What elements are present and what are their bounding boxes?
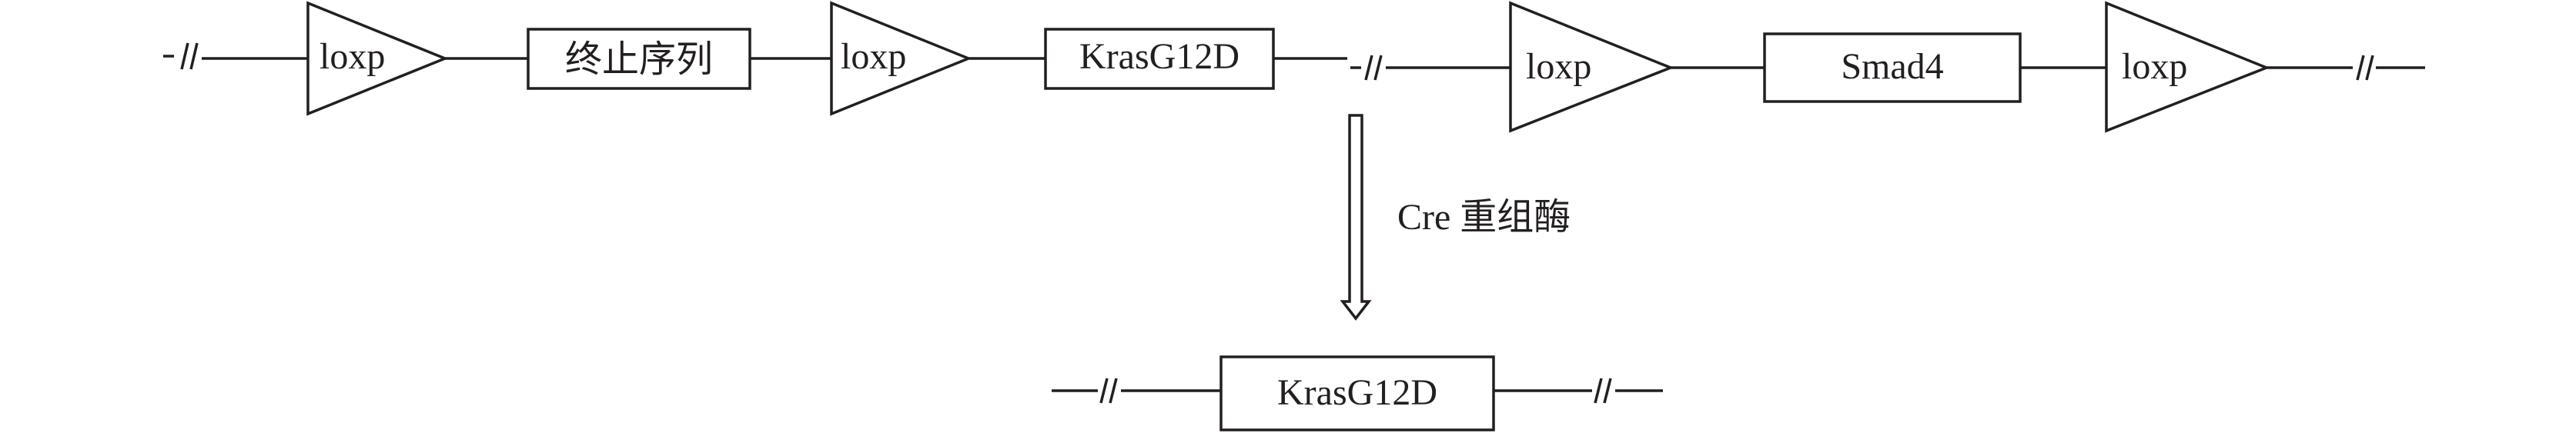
loxp-site: loxp <box>306 1 449 116</box>
kras-gene-label: KrasG12D <box>1079 36 1239 77</box>
break-mark-right-smad4 <box>2356 55 2425 81</box>
loxp-site: loxp <box>2105 1 2270 133</box>
loxp-site: loxp <box>830 1 972 116</box>
recombined-construct: KrasG12D <box>1052 355 1663 431</box>
loxp-label: loxp <box>841 36 906 77</box>
loxp-label: loxp <box>1526 46 1591 87</box>
smad4-gene-label: Smad4 <box>1841 46 1943 87</box>
recombination-arrow <box>1340 114 1372 321</box>
cre-recombinase-label: Cre 重组酶 <box>1397 197 1571 238</box>
kras-result-gene-label: KrasG12D <box>1277 372 1437 413</box>
break-mark-left-kras <box>163 42 199 70</box>
loxp-site: loxp <box>1509 1 1674 133</box>
smad4-construct: loxp Smad4 loxp <box>1350 1 2425 133</box>
break-mark-left-result <box>1099 378 1118 404</box>
kras-construct: loxp 终止序列 loxp KrasG12D <box>163 1 1347 116</box>
stop-cassette-box: 终止序列 <box>527 28 751 90</box>
smad4-gene-box: Smad4 <box>1763 32 2022 103</box>
break-mark-right-result <box>1594 378 1612 404</box>
loxp-label: loxp <box>319 36 385 77</box>
kras-result-gene-box: KrasG12D <box>1219 355 1495 431</box>
stop-cassette-label: 终止序列 <box>565 39 713 80</box>
loxp-label: loxp <box>2122 46 2187 87</box>
kras-gene-box: KrasG12D <box>1044 28 1275 90</box>
break-mark-left-smad4 <box>1350 55 1383 81</box>
